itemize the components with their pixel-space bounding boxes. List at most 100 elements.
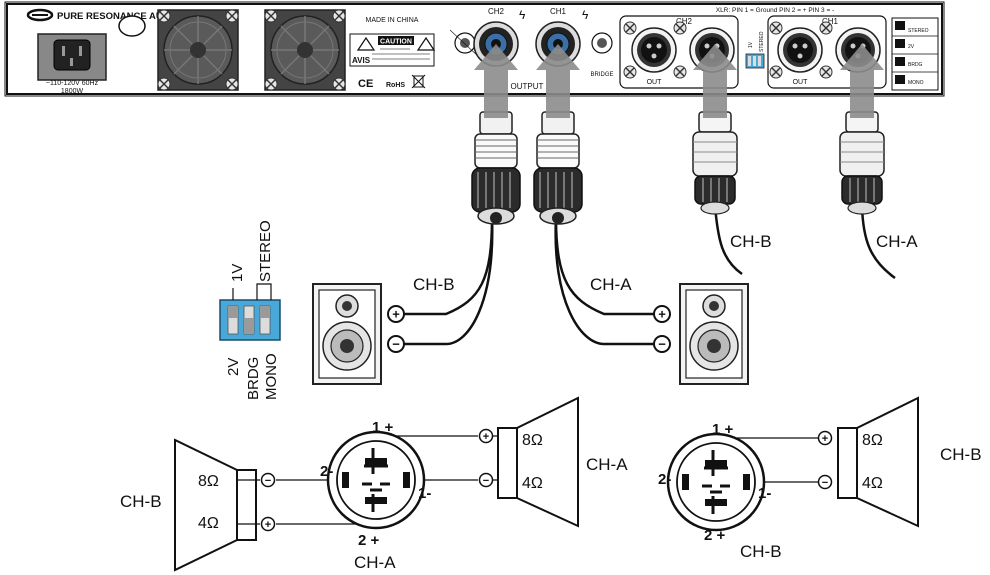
power-inlet: [37, 33, 107, 81]
svg-text:+: +: [265, 519, 271, 531]
svg-text:+: +: [392, 307, 400, 322]
monitor-speaker-ch-a: [679, 283, 749, 385]
caution-text: CAUTION: [380, 39, 412, 46]
ch1-speakon-label: CH1: [550, 7, 567, 16]
panel-switch-1v: 1V: [748, 41, 754, 48]
ch1-xlr-label: CH1: [822, 17, 839, 26]
pinout-right-minus: −: [817, 474, 833, 490]
caution-label: CAUTION AVIS: [349, 33, 436, 67]
legend-2v: 2V: [908, 44, 915, 50]
speakon-plug-ch2: [471, 111, 521, 225]
speakon-pinout-ch-b: [666, 432, 766, 532]
ch2-xlr-label: CH2: [676, 17, 693, 26]
speaker-cone-ch-b: [174, 438, 257, 572]
spk-right-label: CH-B: [940, 445, 982, 464]
pinout-left-minus-a: −: [478, 472, 494, 488]
xlr-plug-ch1: [839, 111, 885, 215]
pin-1-minus-left: 1-: [418, 485, 431, 502]
xlr-cable-label-ch-a: CH-A: [876, 232, 918, 251]
xlr-plug-ch2: [692, 111, 738, 215]
svg-text:−: −: [822, 477, 828, 489]
bridge-label: BRIDGE: [590, 72, 613, 78]
ch-b-plus-terminal: +: [387, 305, 405, 323]
speakon-cable-label-ch-a: CH-A: [590, 275, 632, 294]
svg-text:−: −: [658, 337, 666, 352]
pinout-left-caption: CH-A: [354, 553, 396, 572]
speakon-cable-label-ch-b: CH-B: [413, 275, 455, 294]
brand-logo-icon: [26, 8, 54, 22]
monitor-speaker-ch-b: [312, 283, 382, 385]
legend-stereo: STEREO: [908, 28, 929, 34]
spk-ch-a-8ohm: 8Ω: [522, 432, 543, 449]
spk-ch-b-8ohm: 8Ω: [198, 473, 219, 490]
power-watts: 1800W: [61, 88, 84, 95]
panel-switch-stereo: STEREO: [759, 31, 765, 52]
legend-mono: MONO: [908, 80, 924, 86]
spk-ch-b-label: CH-B: [120, 492, 162, 511]
mode-legend: [891, 17, 939, 91]
dip-switch-detail: [219, 283, 281, 341]
ce-mark: CE: [358, 78, 373, 90]
svg-text:+: +: [658, 307, 666, 322]
insert-arrow-ch2-xlr: [693, 44, 737, 118]
pin-2-plus-left: 2 +: [358, 532, 380, 549]
power-rating: ~110-120V 60Hz: [46, 80, 99, 87]
ch-a-minus-terminal: −: [653, 335, 671, 353]
weee-bin-icon: [411, 74, 426, 89]
dip-label-mono: MONO: [263, 353, 280, 400]
speakon-cable-ch-b: [398, 217, 494, 346]
svg-text:−: −: [392, 337, 400, 352]
avis-text: AVIS: [352, 56, 371, 65]
speakon-plug-ch1: [533, 111, 583, 225]
speakon-cable-ch-a: [554, 217, 655, 346]
pinout-left-plus-a: +: [478, 428, 494, 444]
ch1-xlr-out-jack: [777, 27, 823, 73]
dip-label-brdg: BRDG: [245, 357, 262, 400]
pinout-left-minus-b: −: [260, 472, 276, 488]
panel-dip-switch: [745, 53, 765, 69]
output-label: OUTPUT: [511, 82, 544, 91]
svg-text:+: +: [483, 431, 489, 443]
spk-ch-a-4ohm: 4Ω: [522, 475, 543, 492]
ch2-xlr-out-label: OUT: [647, 79, 663, 86]
speaker-cone-right-ch-b: [837, 396, 919, 528]
xlr-pin-note: XLR: PIN 1 = Ground PIN 2 = + PIN 3 = -: [716, 7, 835, 14]
ch1-selector-knob: [591, 32, 613, 54]
rohs-mark: RoHS: [386, 82, 405, 89]
xlr-cable-ch-b: [713, 205, 743, 276]
pinout-left-plus-b: +: [260, 516, 276, 532]
dip-label-stereo: STEREO: [257, 220, 274, 282]
ch-a-plus-terminal: +: [653, 305, 671, 323]
pin-2-minus-right: 2-: [658, 471, 671, 488]
svg-text:−: −: [483, 475, 489, 487]
xlr-cable-ch-a: [860, 205, 896, 280]
svg-text:+: +: [822, 433, 828, 445]
pin-2-plus-right: 2 +: [704, 527, 726, 544]
ch2-xlr-out-jack: [631, 27, 677, 73]
pinout-right-plus: +: [817, 430, 833, 446]
dip-label-1v: 1V: [229, 264, 246, 282]
ch-b-minus-terminal: −: [387, 335, 405, 353]
ch2-speakon-label: CH2: [488, 7, 505, 16]
pin-1-plus-left: 1 +: [372, 419, 394, 436]
spk-right-8ohm: 8Ω: [862, 432, 883, 449]
insert-arrow-ch1-speakon: [536, 44, 580, 118]
cooling-fan-1: [158, 10, 238, 90]
pin-2-minus-left: 2-: [320, 463, 333, 480]
pin-1-plus-right: 1 +: [712, 421, 734, 438]
ch1-xlr-out-label: OUT: [793, 79, 809, 86]
warning-bolt-icon-2: ϟ: [582, 8, 589, 22]
speakon-pinout-ch-a: [326, 430, 426, 530]
legend-brdg: BRDG: [908, 62, 923, 68]
amplifier-rear-panel: PURE RESONANCE AUDIO ~110-120V 60Hz 1800…: [4, 1, 945, 97]
spk-ch-b-4ohm: 4Ω: [198, 515, 219, 532]
insert-arrow-ch2-speakon: [474, 44, 518, 118]
circuit-breaker: [118, 15, 146, 37]
brand-name: PURE RESONANCE AUDIO: [57, 11, 180, 22]
made-in-label: MADE IN CHINA: [366, 17, 419, 24]
dip-label-2v: 2V: [225, 358, 242, 376]
spk-right-4ohm: 4Ω: [862, 475, 883, 492]
speaker-cone-ch-a: [497, 396, 579, 528]
pin-1-minus-right: 1-: [758, 485, 771, 502]
